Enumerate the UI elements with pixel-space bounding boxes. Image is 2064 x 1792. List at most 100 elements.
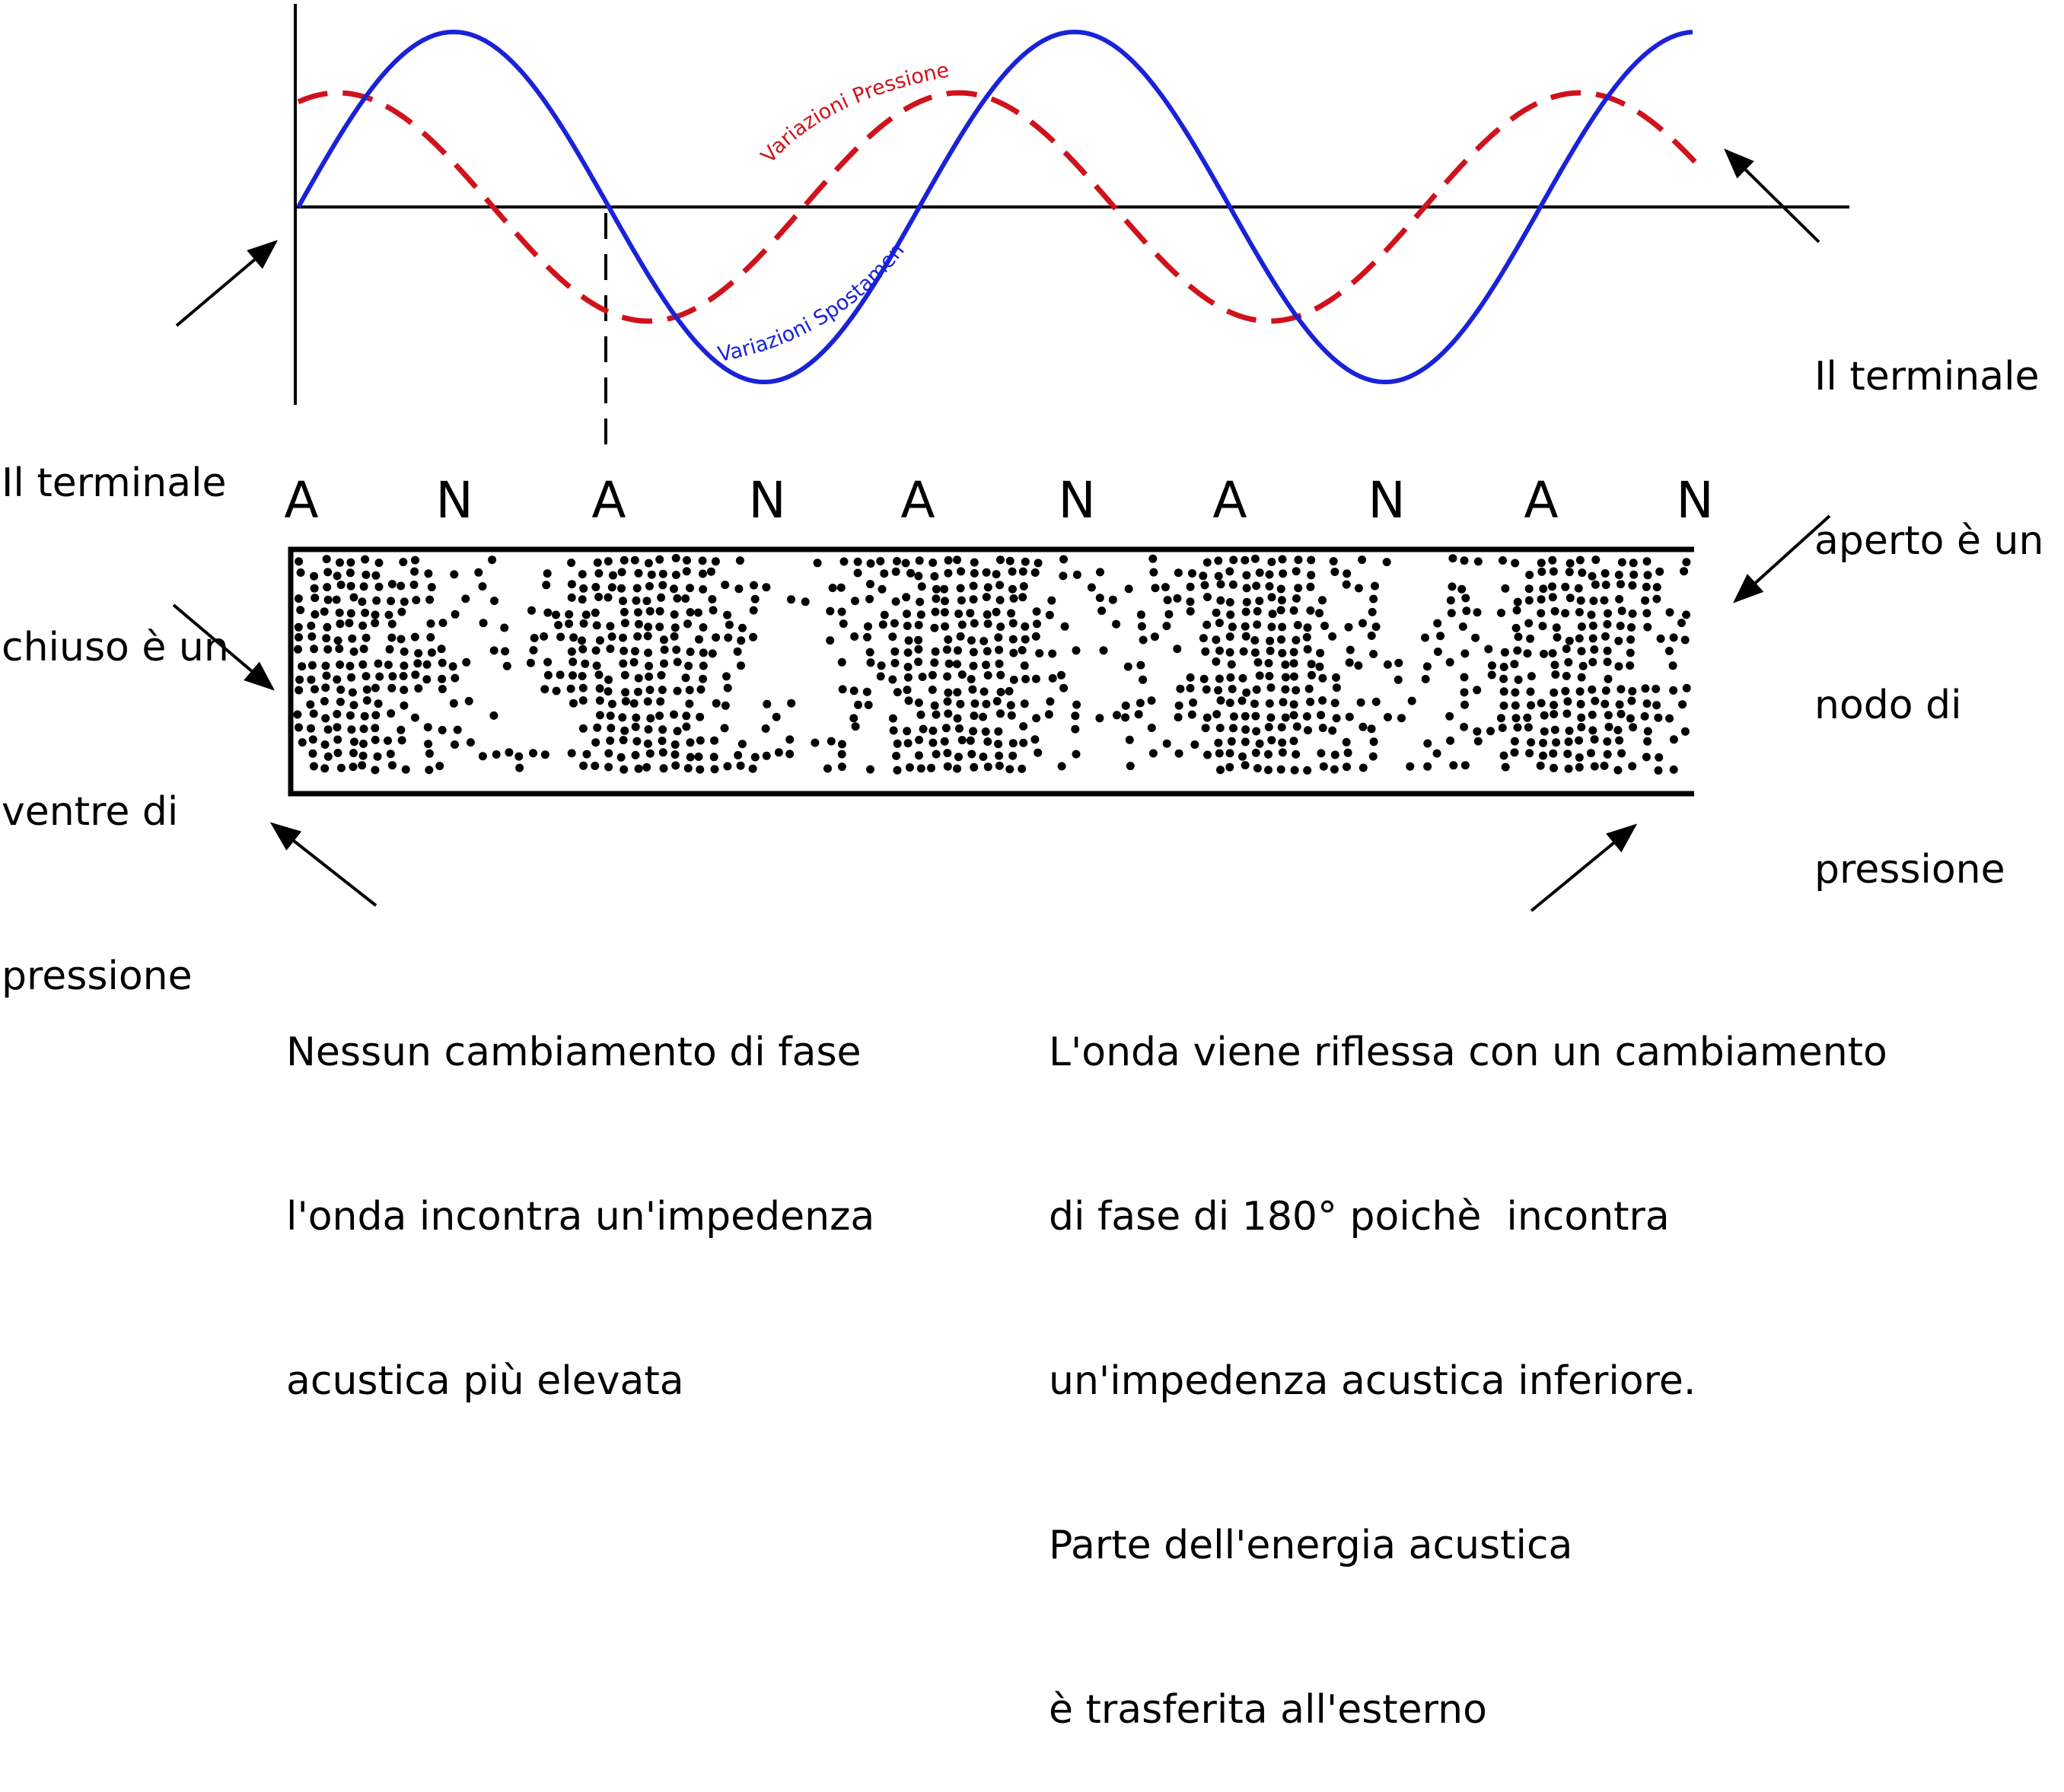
air-particle [345,619,354,628]
air-particle [295,633,303,641]
air-particle [567,749,576,758]
air-particle [671,761,680,770]
air-particle [322,555,331,564]
air-particle [956,632,965,641]
air-particle [372,596,381,605]
air-particle [530,634,539,642]
air-particle [1186,582,1195,591]
air-particle [1448,554,1457,563]
air-particle [323,725,333,734]
air-particle [349,762,358,772]
air-particle [320,740,330,749]
air-particle [478,752,487,761]
air-particle [698,556,707,565]
air-particle [1537,595,1546,604]
air-particle [970,568,979,578]
air-particle [607,583,616,592]
air-particle [333,723,342,732]
air-particle [996,555,1005,565]
air-particle [632,737,642,746]
air-particle [1371,697,1381,706]
air-particle [1615,594,1624,603]
air-particle [1330,750,1339,759]
air-particle [992,697,1002,705]
air-particle [1225,598,1234,606]
air-particle [348,634,357,643]
air-particle [850,632,859,641]
air-particle [1445,711,1454,721]
air-particle [1201,647,1210,656]
air-particle [387,709,396,718]
air-particle [387,580,397,589]
air-particle [462,657,471,667]
air-particle [1604,609,1612,618]
air-particle [1382,558,1391,567]
air-particle [1186,683,1195,692]
air-particle [826,606,835,616]
air-particle [604,675,613,684]
air-particle [1432,749,1441,758]
air-particle [1318,696,1327,705]
air-particle [1588,657,1597,667]
air-particle [1308,670,1316,680]
air-particle [1677,619,1686,628]
air-particle [1643,727,1652,736]
displacement-curve-label: Variazioni Spostamento [0,0,909,367]
air-particle [1136,660,1145,670]
air-particle [645,749,655,758]
air-particle [1202,620,1212,629]
air-particle [1292,686,1301,695]
air-particle [1617,606,1626,616]
air-particle [540,750,549,759]
air-particle [763,699,772,708]
air-particle [721,581,730,590]
air-particle [1306,582,1315,591]
air-particle [295,557,304,566]
air-particle [579,619,588,628]
air-particle [1655,753,1664,762]
air-particle [1565,726,1574,735]
air-particle [1328,726,1337,735]
air-particle [1346,645,1355,654]
air-particle [1591,580,1600,589]
air-particle [349,647,358,656]
air-particle [453,725,462,734]
air-particle [438,685,447,693]
air-particle [359,645,368,654]
air-particle [918,673,927,681]
air-particle [1471,633,1480,642]
arrow-closed-end-tube [172,603,276,691]
air-particle [865,594,874,603]
air-particle [1031,674,1040,683]
air-particle [866,658,875,667]
air-particle [930,623,939,632]
air-particle [1009,648,1018,657]
air-particle [1005,765,1014,774]
air-particle [866,580,874,589]
air-particle [708,595,717,603]
air-particle [893,739,902,748]
air-particle [1549,749,1558,758]
air-particle [699,674,708,683]
air-particle [941,597,949,606]
air-particle [1587,749,1595,758]
air-particle [1669,686,1678,695]
air-particle [914,699,923,707]
air-particle [348,688,357,697]
air-particle [1008,567,1017,576]
air-particle [1499,751,1508,760]
air-particle [1563,697,1572,706]
air-particle [1642,582,1651,591]
air-particle [644,559,653,568]
air-particle [1510,660,1519,669]
air-particle [347,725,356,734]
air-particle [979,637,989,645]
air-particle [1277,635,1285,644]
closed-end-label: Il terminale chiuso è un ventre di press… [2,460,229,999]
air-particle [307,675,316,684]
air-particle [1369,650,1378,658]
air-particle [1030,568,1040,577]
air-particle [422,675,432,684]
air-particle [1537,699,1546,708]
air-particle [1007,609,1016,618]
